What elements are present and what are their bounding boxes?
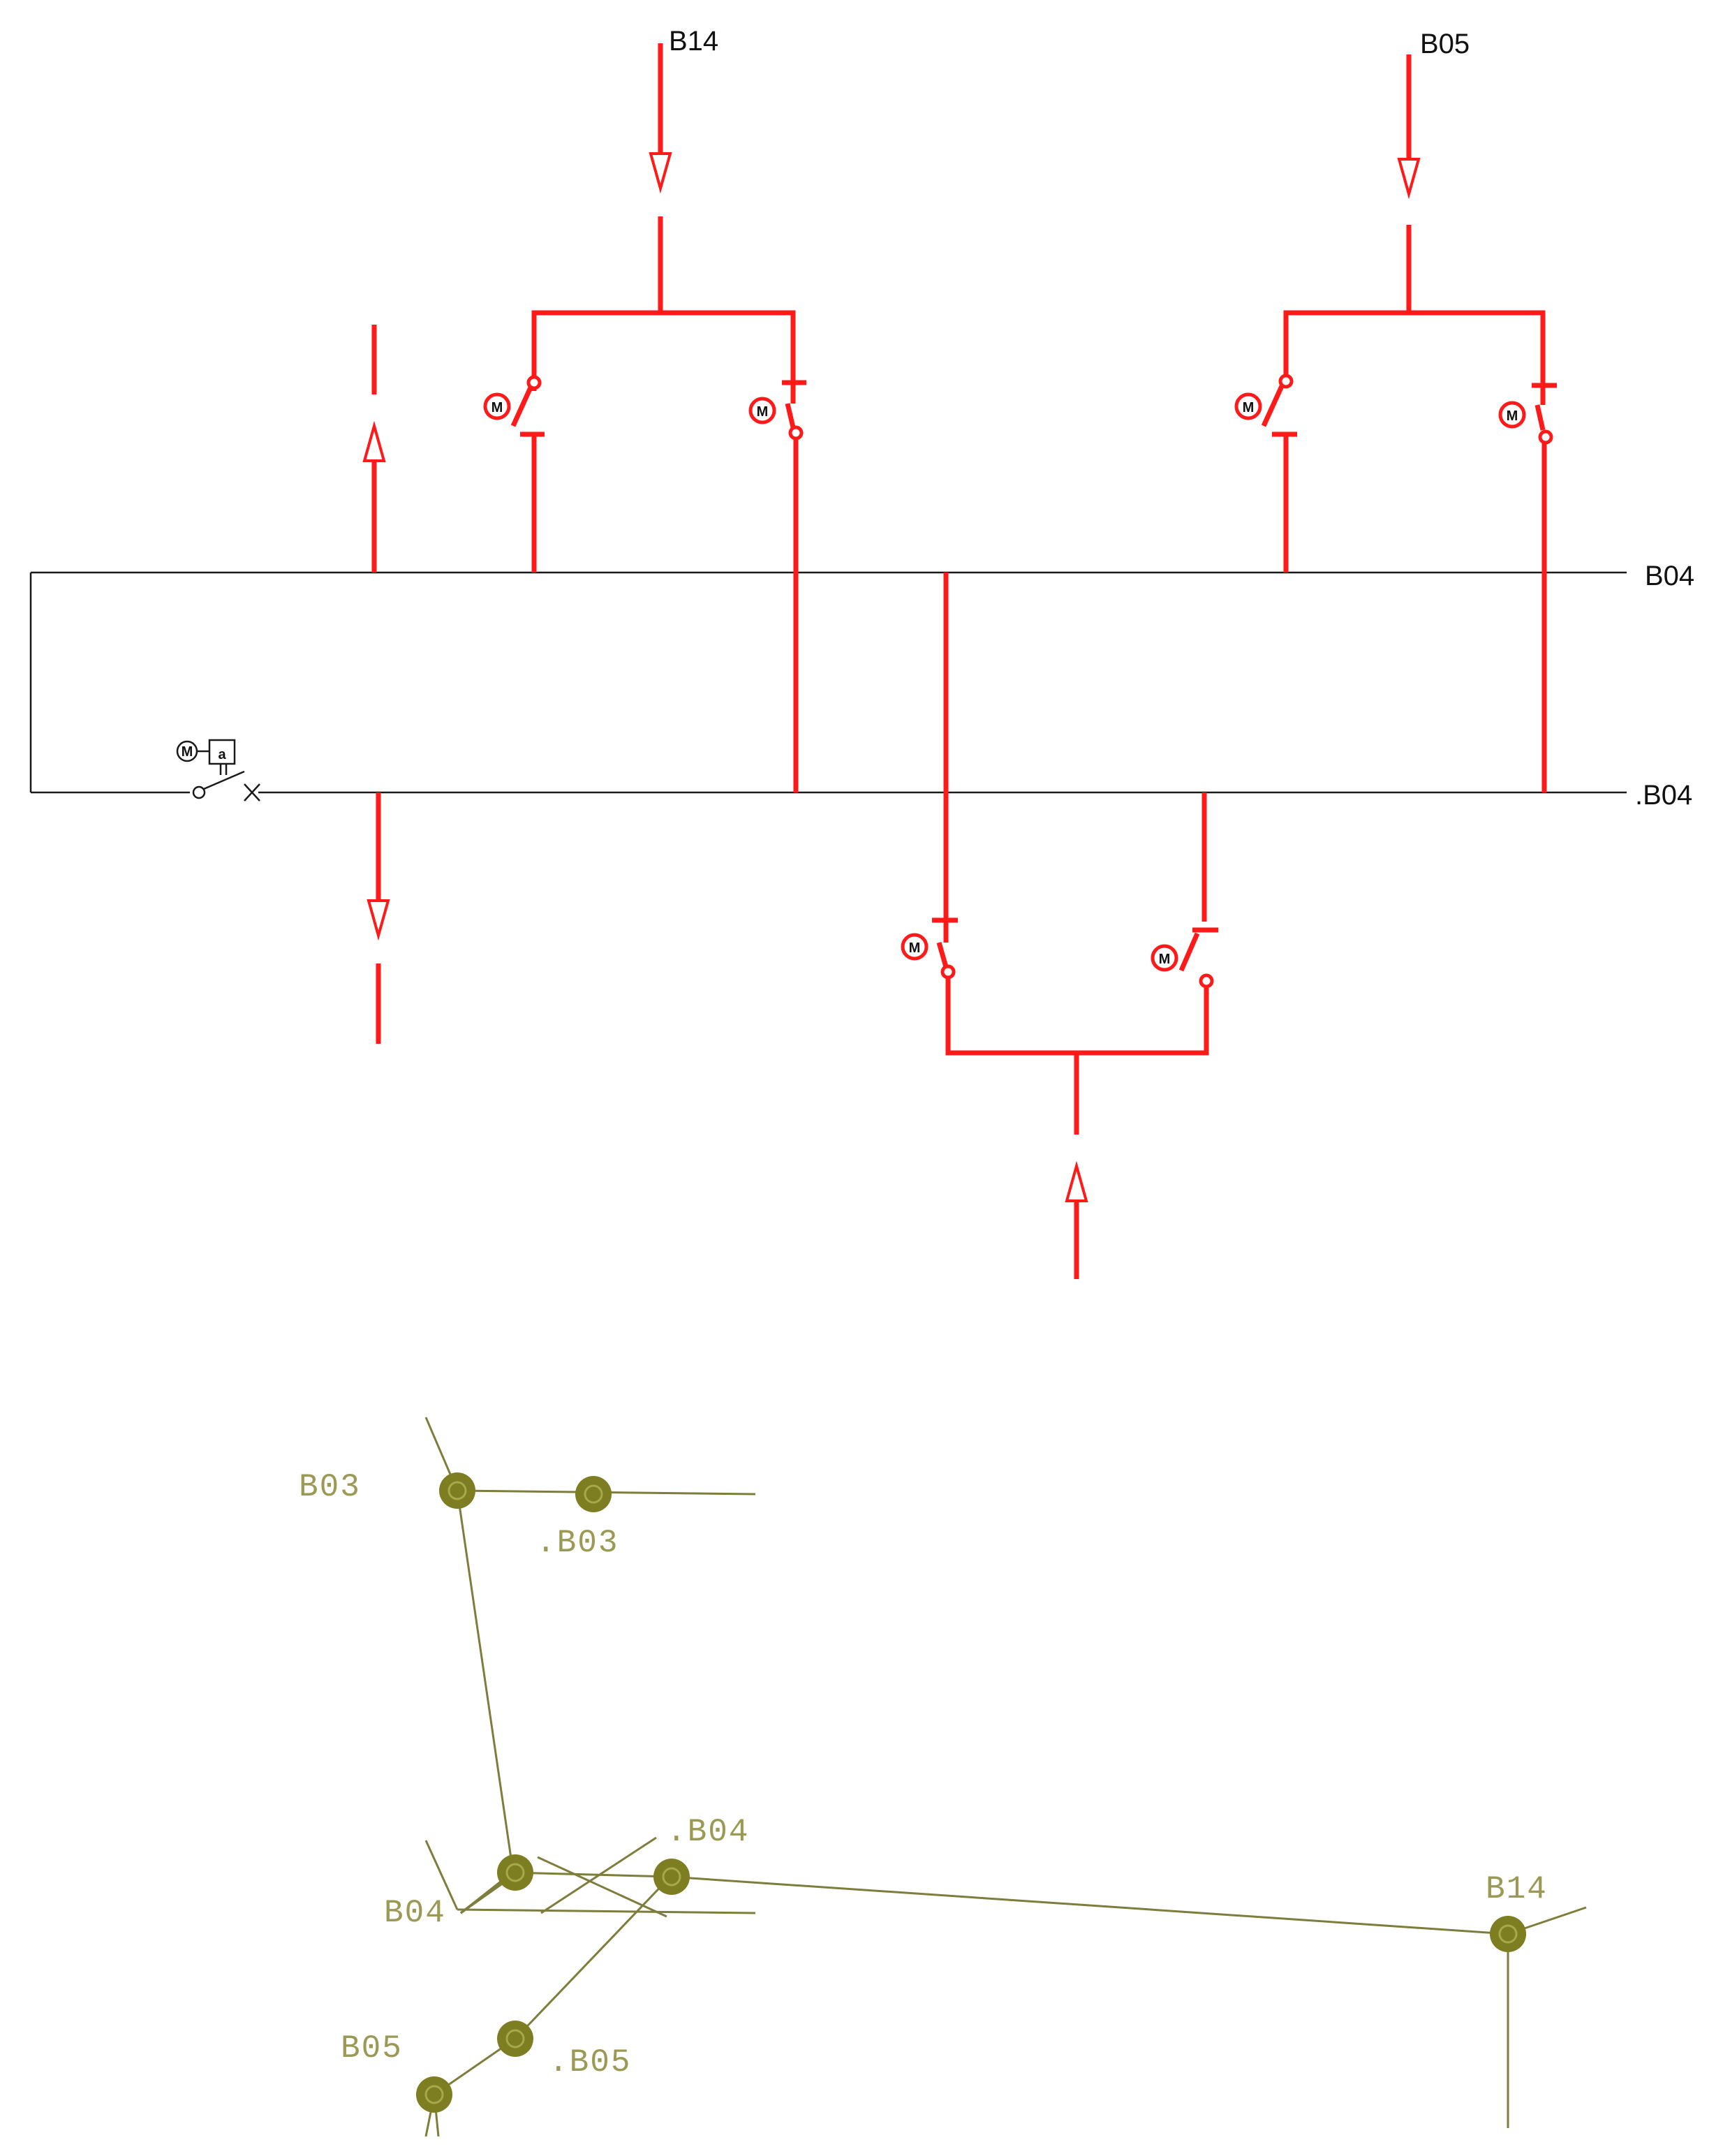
map-label-dot-b05: .B05 [549,2044,631,2081]
motor-icon: M [1151,944,1178,972]
node-b03[interactable] [439,1472,475,1509]
motor-icon: M [1234,392,1262,420]
node-dot-b03[interactable] [575,1476,612,1512]
node-dot-b05[interactable] [497,2021,533,2057]
svg-text:M: M [491,400,503,415]
label-bus-b04: B04 [1645,561,1694,591]
label-bus-dot-b04: .B04 [1635,780,1692,811]
bay-lower[interactable]: M M [901,573,1218,1279]
node-b05[interactable] [416,2076,452,2113]
map-label-dot-b04: .B04 [667,1814,749,1850]
motor-icon: M [483,392,511,420]
motor-icon: M [1498,401,1526,429]
svg-text:M: M [1243,400,1255,415]
label-b14: B14 [669,26,718,57]
motor-operator-icon: M a [176,739,236,775]
map-label-b03: B03 [299,1469,361,1505]
svg-text:M: M [757,404,769,420]
motor-icon: M [748,397,776,424]
left-feeder-upper[interactable] [362,325,386,573]
left-feeder-lower[interactable] [367,792,390,1044]
bus-coupler-breaker[interactable]: M a [176,739,260,802]
bay-b14[interactable]: B14 M [483,26,806,792]
bay-b05[interactable]: B05 M [1234,29,1557,792]
disconnector-b14-b04[interactable]: M [483,375,545,573]
svg-text:M: M [1159,952,1171,967]
substation-schematic: M a B14 [29,26,1694,1279]
motor-icon: M [901,933,929,961]
disconnector-b05-b04[interactable]: M [1234,374,1297,573]
label-b05: B05 [1420,29,1470,59]
disconnector-lower-b04[interactable]: M [901,917,958,980]
node-dot-b04[interactable] [653,1859,690,1895]
network-map: B03 .B03 B04 .B04 B14 B05 .B05 [299,1417,1587,2137]
map-label-b05: B05 [341,2030,403,2067]
map-label-b14: B14 [1486,1871,1548,1907]
disconnector-lower-dotb04[interactable]: M [1151,927,1218,989]
disconnector-b14-dotb04[interactable]: M [748,380,806,792]
svg-text:M: M [1507,408,1518,424]
node-b04[interactable] [497,1854,533,1891]
disconnector-b05-dotb04[interactable]: M [1498,383,1557,792]
map-label-b04: B04 [384,1895,446,1931]
svg-text:M: M [182,744,193,760]
svg-text:a: a [218,747,226,762]
svg-text:M: M [909,940,921,956]
map-label-dot-b03: .B03 [536,1525,619,1561]
node-b14[interactable] [1490,1916,1526,1952]
